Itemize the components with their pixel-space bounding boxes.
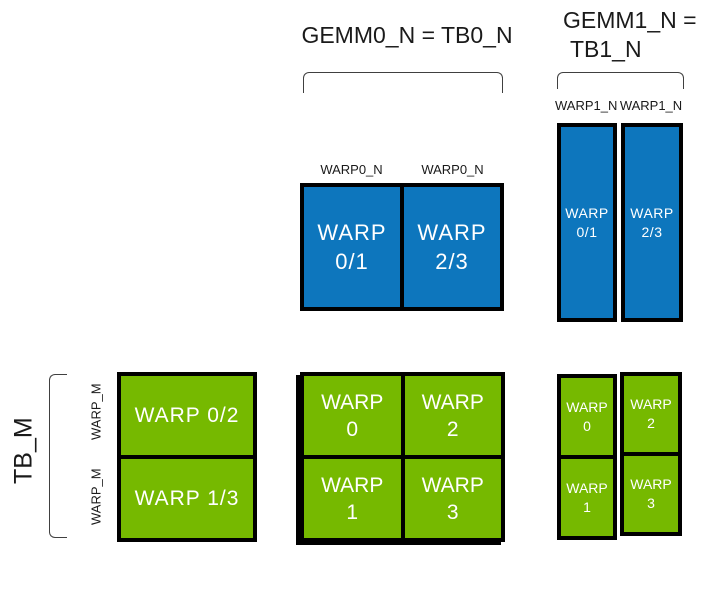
warp-cell: WARP 0 — [304, 376, 401, 455]
warp-cell-line1: WARP — [630, 396, 672, 412]
warp-cell-line1: WARP — [317, 220, 387, 245]
warp-cell: WARP 2/3 — [625, 127, 679, 318]
warp-cell-line2: 0 — [583, 417, 591, 434]
warp-cell-text: WARP 0/2 — [134, 403, 240, 427]
green-right-column-left: WARP 0 WARP 1 — [557, 374, 617, 540]
warp-cell: WARP 2 — [624, 376, 678, 452]
warp-cell-line1: WARP — [321, 473, 384, 497]
blue-tall-column-warp01: WARP 0/1 — [557, 123, 617, 322]
warp1-n-label-left: WARP1_N — [555, 98, 618, 113]
warp-cell: WARP 1 — [561, 459, 613, 536]
warp-cell: WARP 0/2 — [121, 376, 253, 455]
warp-cell-line2: 2/3 — [435, 249, 469, 274]
warp-cell-line1: WARP — [321, 390, 384, 414]
gemm1-n-heading-line1: GEMM1_N = — [563, 7, 697, 33]
warp0-n-label-left: WARP0_N — [320, 162, 383, 177]
warp-m-label-top: WARP_M — [88, 383, 104, 441]
warp-cell-line1: WARP — [630, 476, 672, 492]
gemm0-n-heading: GEMM0_N = TB0_N — [301, 22, 513, 48]
gemm0-n-bracket — [303, 72, 503, 93]
warp-cell-line2: 2/3 — [641, 223, 663, 240]
green-right-column-right: WARP 2 WARP 3 — [620, 372, 682, 536]
tb-m-label: TB_M — [9, 417, 38, 485]
warp-cell-line2: 0/1 — [576, 223, 598, 240]
warp-cell-line1: WARP — [421, 390, 484, 414]
warp-cell-line1: WARP — [566, 479, 608, 496]
warp-cell: WARP 0/1 — [304, 187, 400, 307]
warp-cell-line1: WARP — [417, 220, 487, 245]
warp-cell: WARP 0 — [561, 378, 613, 455]
green-center-grid: WARP 0 WARP 2 WARP 1 WARP 3 — [300, 372, 505, 542]
warp-cell-line2: 2 — [647, 415, 655, 431]
gemm1-n-heading-line2: TB1_N — [570, 36, 642, 62]
warp1-n-label-right: WARP1_N — [619, 98, 683, 113]
warp-cell: WARP 1 — [304, 459, 401, 538]
gemm1-n-bracket — [557, 72, 684, 89]
warp-cell-line2: 2 — [446, 417, 459, 441]
blue-wide-box: WARP 0/1 WARP 2/3 — [300, 183, 504, 311]
warp-cell: WARP 0/1 — [561, 127, 613, 318]
warp-cell: WARP 3 — [404, 459, 501, 538]
warp0-n-label-right: WARP0_N — [421, 162, 484, 177]
warp-cell: WARP 2/3 — [404, 187, 500, 307]
warp-cell-line2: 0 — [346, 417, 359, 441]
warp-cell-line2: 3 — [647, 495, 655, 511]
warp-cell: WARP 3 — [624, 456, 678, 532]
warp-m-label-bottom: WARP_M — [88, 468, 104, 526]
warp-cell-line1: WARP — [565, 204, 609, 221]
warp-cell-line2: 1 — [346, 500, 359, 524]
blue-tall-column-warp23: WARP 2/3 — [621, 123, 683, 322]
warp-cell: WARP 2 — [404, 376, 501, 455]
warp-cell-line2: 0/1 — [335, 249, 369, 274]
warp-cell-line1: WARP — [630, 204, 674, 221]
warp-cell-line2: 1 — [583, 498, 591, 515]
gemm1-n-heading: GEMM1_N = TB1_N — [563, 6, 698, 64]
warp-cell: WARP 1/3 — [121, 459, 253, 538]
warp-cell-text: WARP 1/3 — [134, 486, 240, 510]
tb-m-bracket — [49, 374, 67, 538]
warp-cell-line1: WARP — [421, 473, 484, 497]
warp-cell-line1: WARP — [566, 398, 608, 415]
green-left-box: WARP 0/2 WARP 1/3 — [117, 372, 257, 542]
warp-cell-line2: 3 — [446, 500, 459, 524]
